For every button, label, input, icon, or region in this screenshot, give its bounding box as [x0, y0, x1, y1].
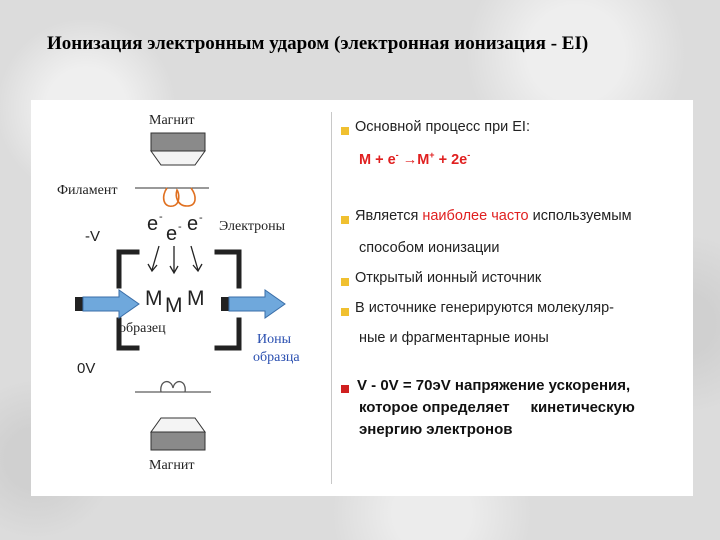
- bullet-text-5-line1: V - 0V = 70эV напряжение ускорения,: [357, 377, 631, 394]
- ionization-diagram: Магнит Филамент Электроны -V e - e - e -: [57, 113, 300, 473]
- molecule-m-left: M: [145, 287, 163, 310]
- ions-label-line2: образца: [253, 350, 300, 365]
- bullet-text-1: Основной процесс при EI:: [355, 119, 530, 135]
- electron-arrows: [147, 245, 203, 275]
- magnet-bottom-icon: [150, 417, 206, 451]
- bullet-marker-4: [341, 308, 349, 316]
- bullet-text-5-line3: энергию электронов: [359, 421, 513, 438]
- magnet-top-icon: [150, 132, 206, 166]
- content-panel: Магнит Филамент Электроны -V e - e - e -: [31, 100, 693, 496]
- eq-left: M + e: [359, 151, 396, 168]
- filament-label: Филамент: [57, 183, 117, 198]
- electron-symbol-1: e: [147, 213, 158, 235]
- bullet-text-2: Является наиболее часто используемым: [355, 208, 632, 224]
- ions-label-line1: Ионы: [257, 332, 292, 347]
- electrons-label: Электроны: [219, 219, 286, 234]
- bullet-text-2-post: используемым: [528, 208, 632, 224]
- eq-right: + 2e: [438, 151, 468, 168]
- magnet-top-label: Магнит: [149, 113, 195, 128]
- electron-symbol-2: e: [166, 223, 177, 245]
- eq-arrow: →: [402, 151, 418, 168]
- bullet-text-3: Открытый ионный источник: [355, 270, 542, 286]
- eq-sup-2: +: [429, 150, 435, 160]
- electron-charge-1: -: [159, 211, 163, 223]
- bullet-text-5-line2: которое определяет кинетическую: [359, 399, 635, 416]
- sample-inlet-arrow: [75, 289, 140, 319]
- ion-source-box: [116, 249, 242, 351]
- molecule-m-mid: M: [165, 294, 183, 317]
- panel-divider: [331, 112, 332, 484]
- bullet-list: Основной процесс при EI: M + e- →M+ + 2e…: [337, 100, 693, 496]
- bullet-text-4-line2: ные и фрагментарные ионы: [359, 330, 549, 346]
- filament-coil-icon: [162, 187, 196, 207]
- sample-label: образец: [119, 321, 166, 336]
- electron-charge-3: -: [199, 212, 203, 224]
- electron-symbol-3: e: [187, 213, 198, 235]
- eq-sup-3: -: [467, 150, 471, 160]
- bullet-marker-3: [341, 278, 349, 286]
- ion-outlet-arrow: [221, 289, 286, 319]
- repeller-coil-icon: [160, 381, 186, 393]
- zero-v-label: 0V: [77, 360, 95, 377]
- reaction-equation: M + e- →M+ + 2e-: [359, 150, 470, 168]
- bullet-marker-1: [341, 127, 349, 135]
- bullet-marker-2: [341, 216, 349, 224]
- electron-charge-2: -: [178, 221, 182, 233]
- minus-v-label: -V: [85, 228, 100, 245]
- molecule-m-right: M: [187, 287, 205, 310]
- bullet-text-4-line1: В источнике генерируются молекуляр-: [355, 300, 615, 316]
- eq-sup-1: -: [395, 150, 399, 160]
- slide-title: Ионизация электронным ударом (электронна…: [47, 33, 589, 54]
- bullet-marker-5: [341, 385, 349, 393]
- eq-mid: M: [417, 151, 430, 168]
- bullet-text-2-line2: способом ионизации: [359, 240, 500, 256]
- bullet-text-2-highlight: наиболее часто: [422, 208, 529, 224]
- magnet-bottom-label: Магнит: [149, 458, 195, 473]
- bullet-text-2-pre: Является: [355, 208, 423, 224]
